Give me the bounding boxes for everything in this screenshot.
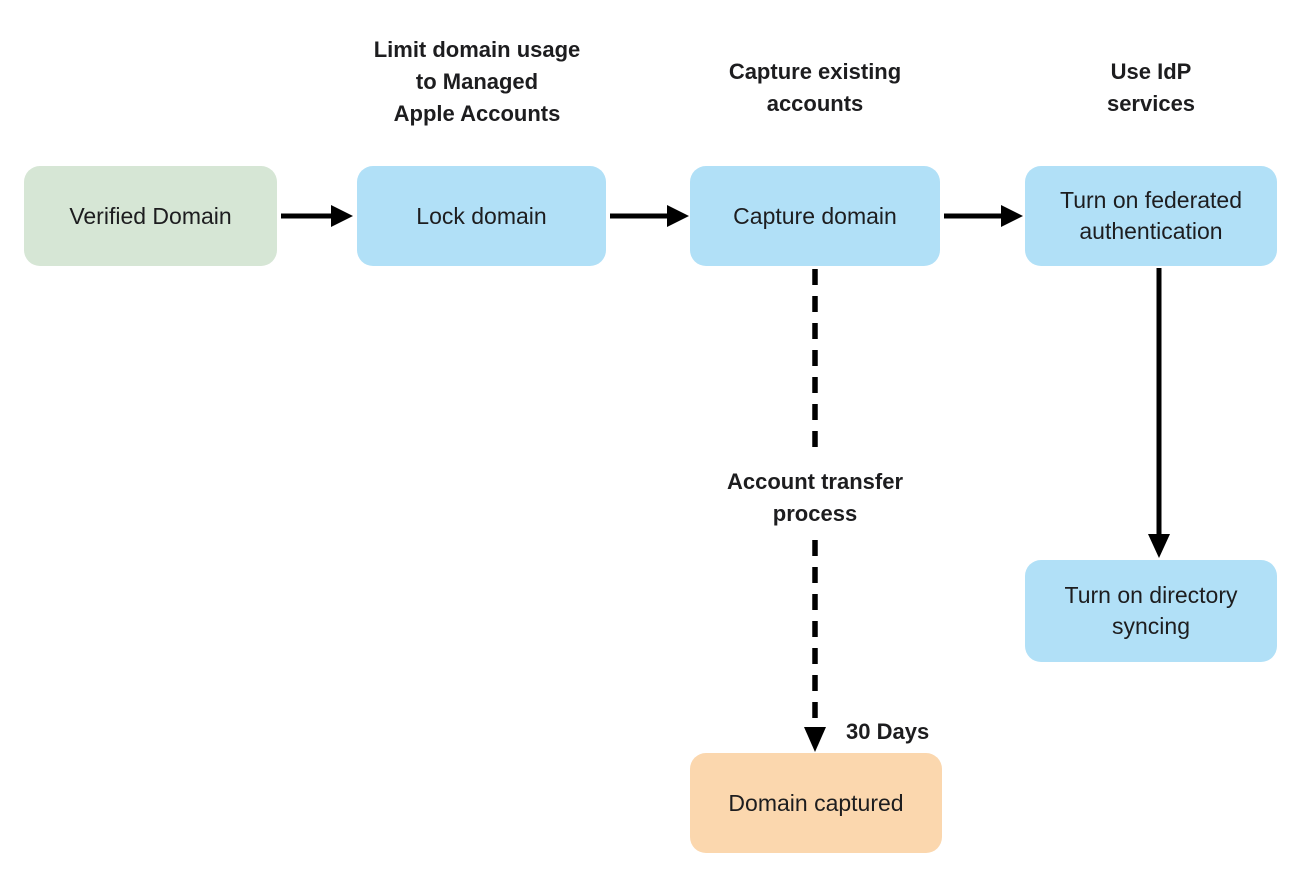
node-turn-on-federated-authentication: Turn on federated authentication [1025, 166, 1277, 266]
note-line: process [772, 501, 858, 526]
arrowhead-right-icon [1001, 205, 1023, 227]
note-line: Use IdP [1110, 59, 1192, 84]
node-capture-domain: Capture domain [690, 166, 940, 266]
arrowhead-right-icon [331, 205, 353, 227]
note-use-idp-services: Use IdP services [1025, 56, 1277, 120]
note-line: accounts [766, 91, 864, 116]
note-line: to Managed [415, 69, 539, 94]
arrow-verified-to-lock [281, 205, 353, 227]
node-lock-domain: Lock domain [357, 166, 606, 266]
arrow-federated-to-directory [1148, 268, 1170, 558]
note-account-transfer-process: Account transfer process [665, 466, 965, 530]
note-line: Apple Accounts [393, 101, 561, 126]
node-turn-on-directory-syncing: Turn on directory syncing [1025, 560, 1277, 662]
arrowhead-down-icon [804, 727, 826, 752]
note-limit-domain-usage: Limit domain usage to Managed Apple Acco… [327, 34, 627, 130]
arrow-capture-to-federated [944, 205, 1023, 227]
node-domain-captured: Domain captured [690, 753, 942, 853]
arrowhead-down-icon [1148, 534, 1170, 558]
note-capture-existing-accounts: Capture existing accounts [690, 56, 940, 120]
arrow-lock-to-capture [610, 205, 689, 227]
arrowhead-right-icon [667, 205, 689, 227]
label-30-days: 30 Days [846, 719, 930, 744]
node-verified-domain: Verified Domain [24, 166, 277, 266]
note-line: Limit domain usage [373, 37, 581, 62]
note-line: Account transfer [726, 469, 904, 494]
note-line: Capture existing [728, 59, 902, 84]
note-line: services [1106, 91, 1196, 116]
